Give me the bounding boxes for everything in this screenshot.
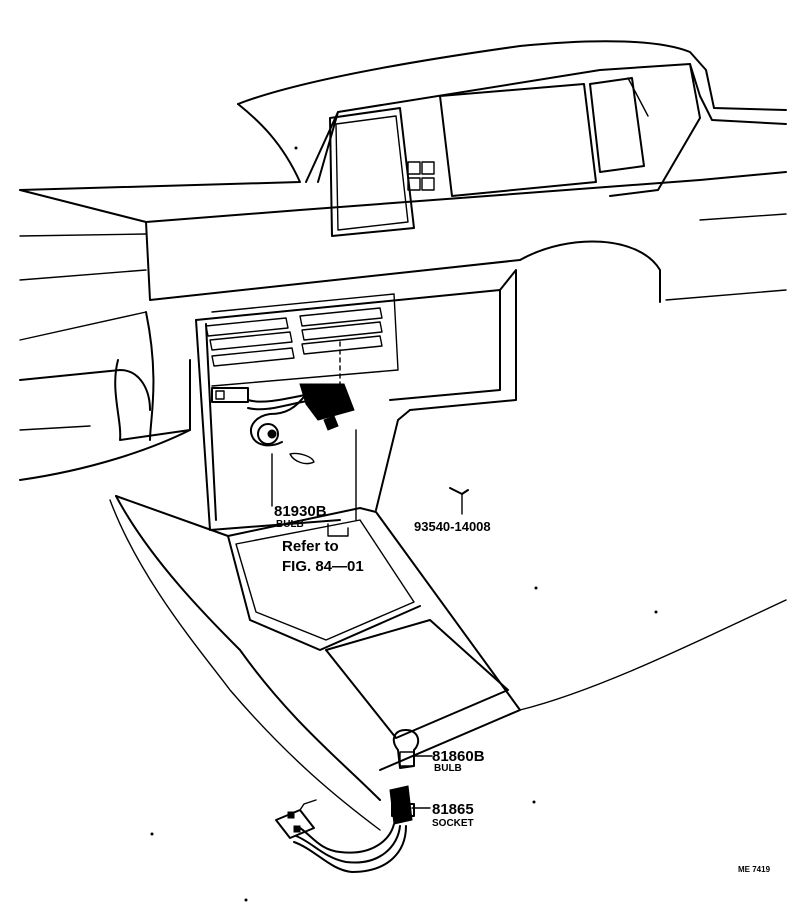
- callout-leaders-top: [271, 429, 357, 537]
- socket-81865: [275, 785, 431, 873]
- refer-line-2: FIG. 84—01: [282, 558, 364, 575]
- refer-line-1: Refer to: [282, 538, 339, 555]
- figure-code: ME 7419: [738, 865, 771, 874]
- bulb-top-part-number: 81930B: [274, 503, 327, 520]
- screw-part-number: 93540-14008: [414, 519, 491, 534]
- bulb-bottom-part-number: 81860B: [432, 748, 485, 765]
- bulb-top-name: BULB: [276, 519, 304, 530]
- screw-part: [449, 487, 469, 515]
- bulb-bottom-name: BULB: [434, 763, 462, 774]
- bulb-81860b: [392, 729, 433, 769]
- dashboard-outline: [19, 40, 787, 481]
- scatter-dots: [150, 146, 658, 902]
- center-console: [109, 269, 787, 831]
- socket-name: SOCKET: [432, 818, 474, 829]
- socket-part-number: 81865: [432, 801, 474, 818]
- wiring-harness: [211, 383, 355, 465]
